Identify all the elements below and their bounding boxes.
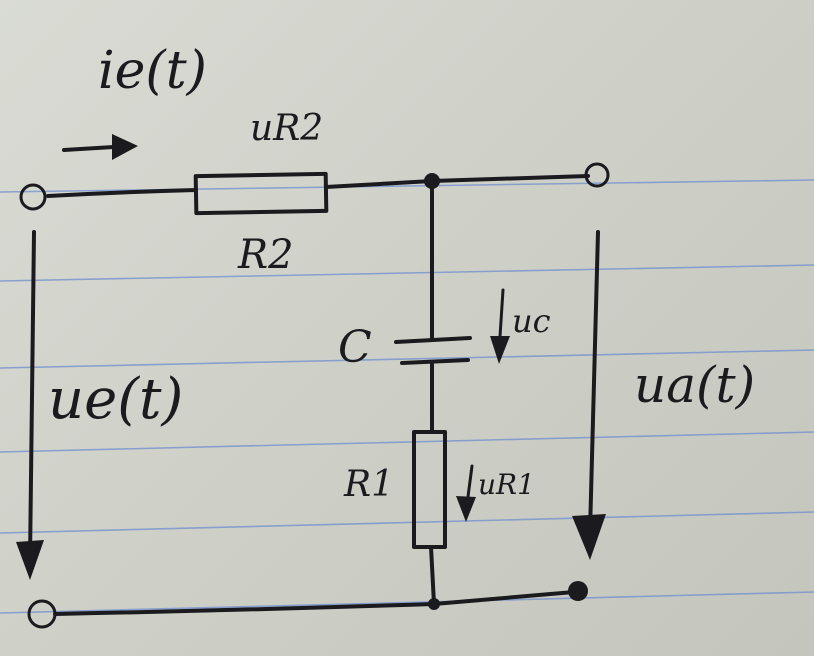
junction-node-bottom bbox=[428, 598, 440, 610]
label-capacitor: C bbox=[338, 322, 372, 373]
capacitor-voltage-arrow bbox=[490, 288, 510, 364]
label-voltage-r1: uR1 bbox=[478, 468, 535, 501]
junction-node-top bbox=[424, 173, 440, 189]
output-terminal-bottom bbox=[568, 581, 588, 601]
wire-bottom bbox=[53, 590, 576, 616]
label-resistor-r1: R1 bbox=[343, 464, 394, 505]
label-resistor-r2: R2 bbox=[237, 232, 294, 278]
r1-voltage-arrow bbox=[456, 464, 476, 522]
wire-top-left bbox=[46, 188, 198, 198]
label-voltage-r2: uR2 bbox=[250, 108, 323, 149]
wire-branch-lower bbox=[429, 545, 436, 606]
input-voltage-arrow bbox=[16, 230, 44, 580]
ruled-lines bbox=[0, 179, 814, 614]
output-terminal-top bbox=[584, 162, 610, 188]
resistor-r1 bbox=[412, 430, 447, 549]
input-terminal-top bbox=[19, 183, 47, 211]
current-arrow bbox=[62, 134, 138, 160]
input-terminal-bottom bbox=[27, 599, 57, 629]
capacitor-c bbox=[394, 336, 472, 365]
label-output-voltage: ua(t) bbox=[634, 356, 755, 414]
output-voltage-arrow bbox=[572, 230, 606, 560]
label-voltage-c: uc bbox=[512, 302, 551, 340]
resistor-r2 bbox=[193, 171, 329, 216]
label-input-current: ie(t) bbox=[98, 41, 207, 101]
label-input-voltage: ue(t) bbox=[48, 367, 183, 432]
